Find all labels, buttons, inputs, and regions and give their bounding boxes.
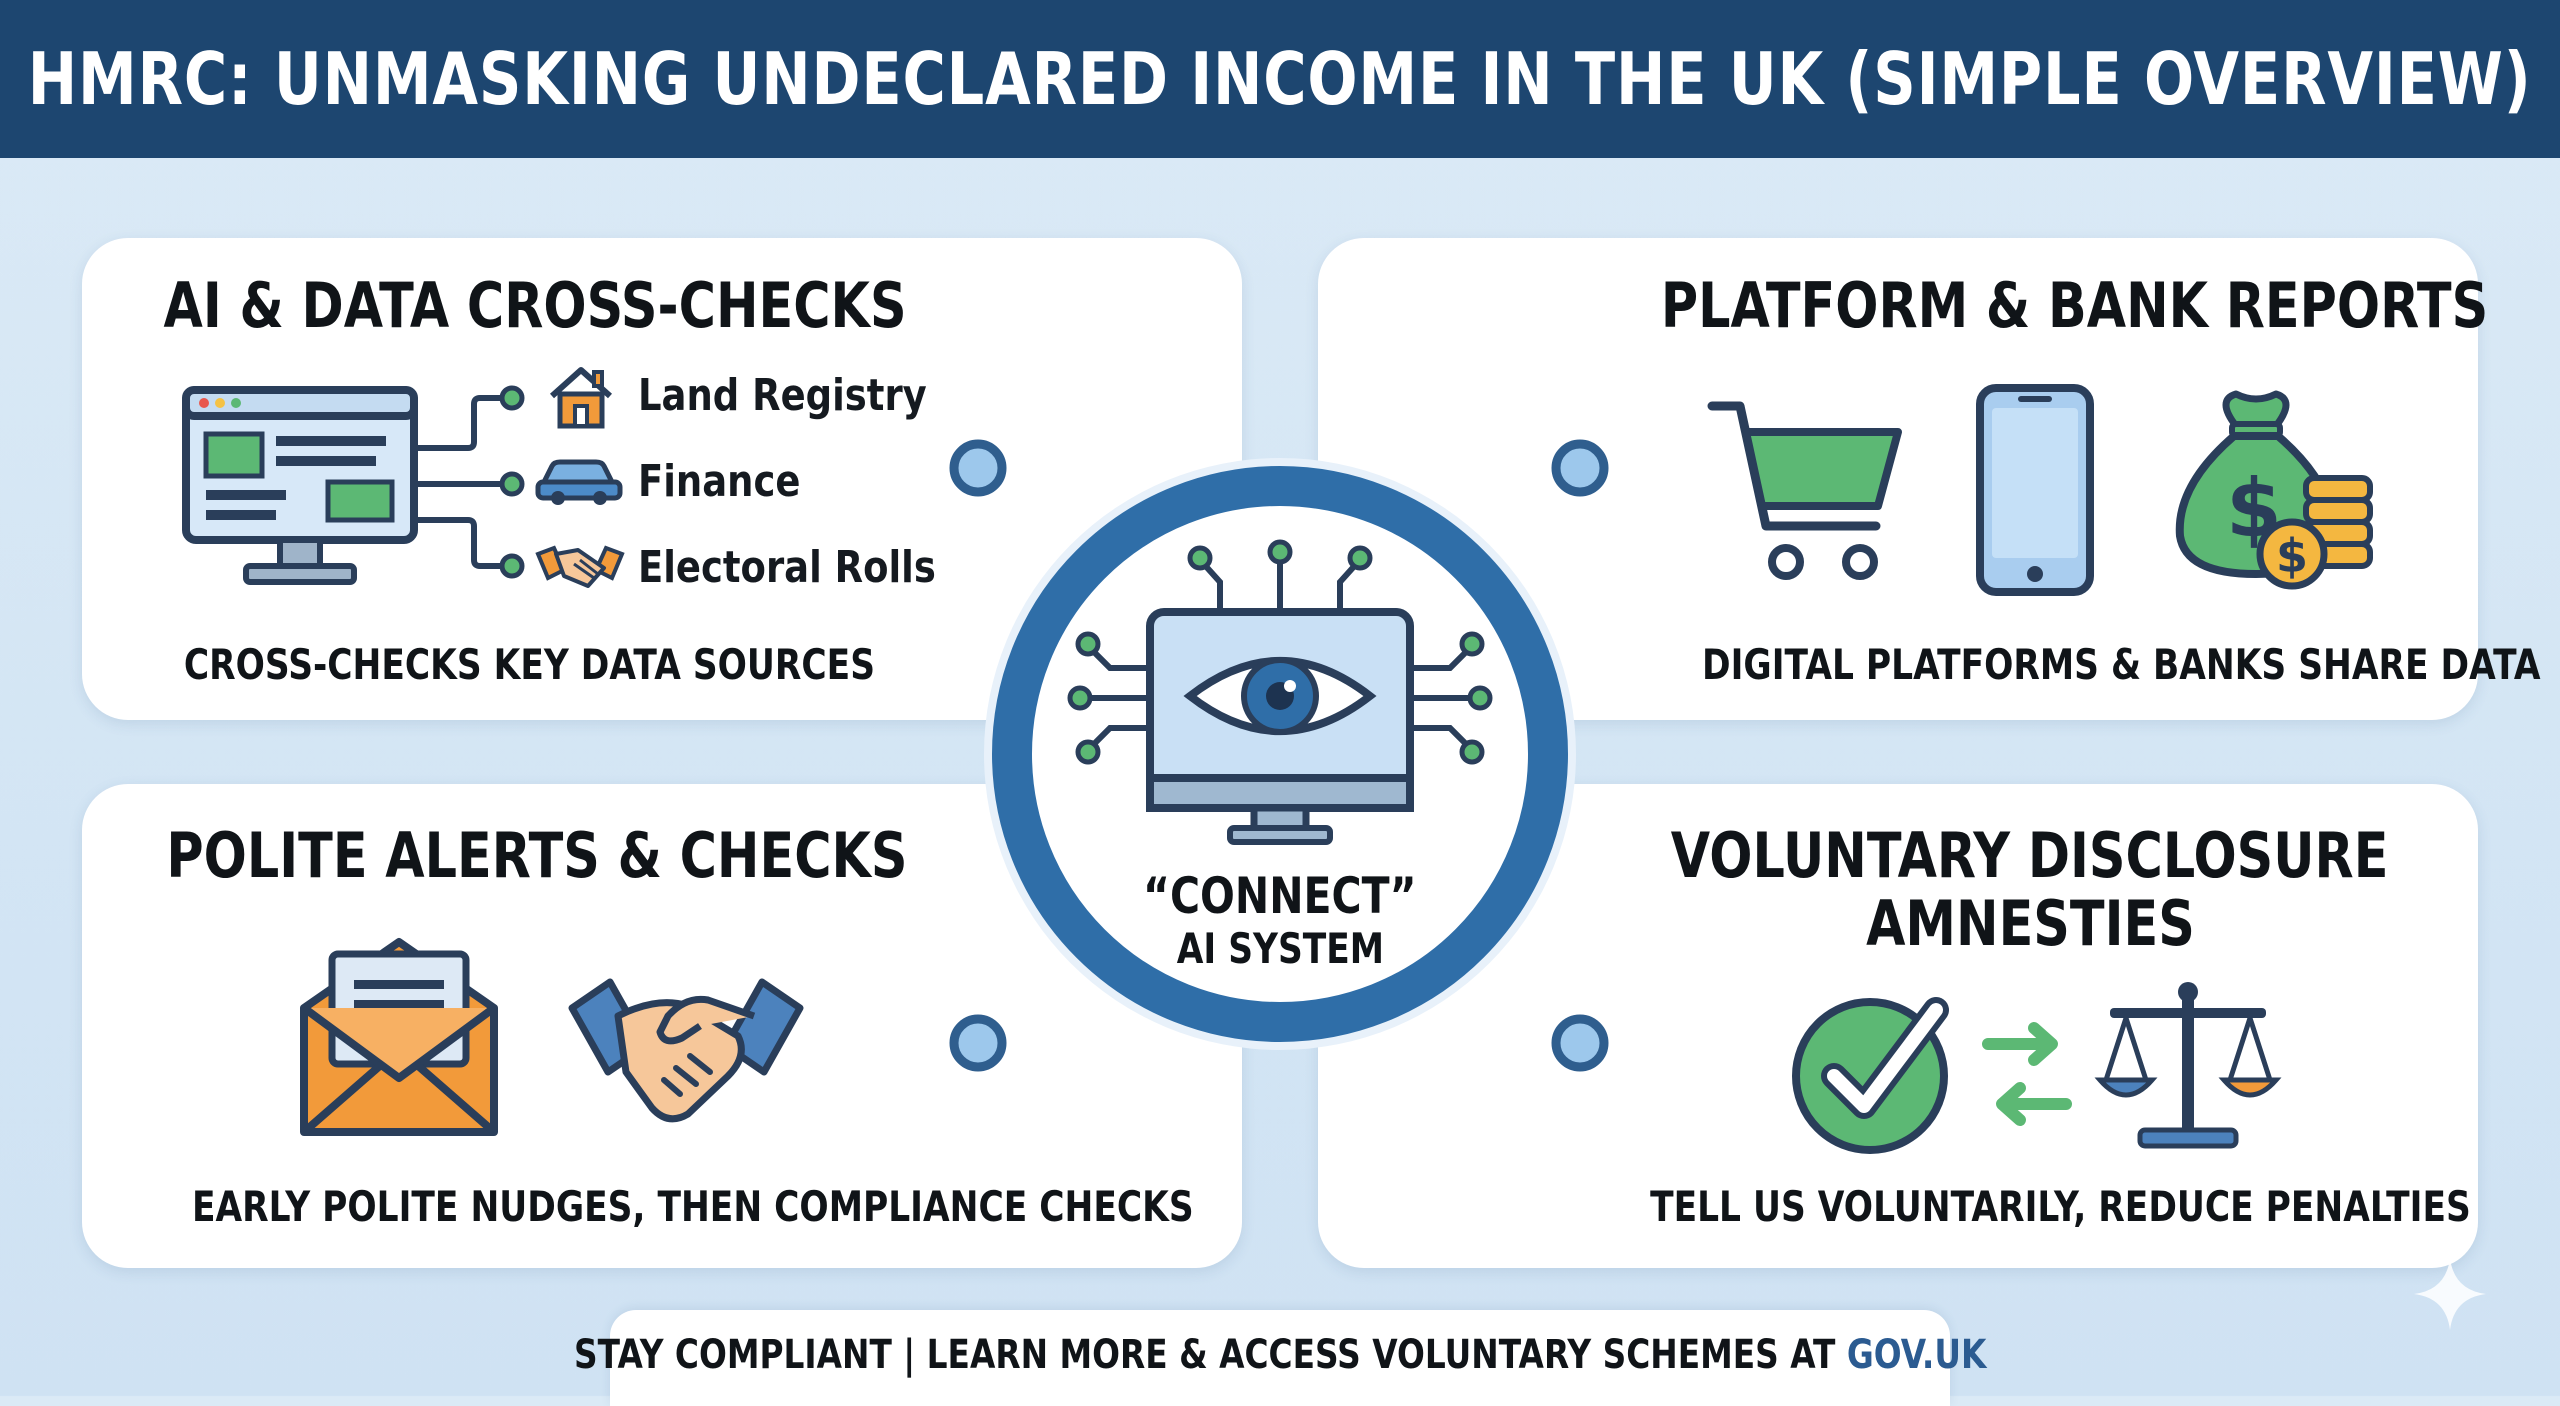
source-label-finance: Finance: [638, 456, 801, 507]
envelope-letter-icon: [300, 938, 498, 1136]
panel-caption-ai-data: CROSS-CHECKS KEY DATA SOURCES: [183, 640, 875, 689]
footer-banner: STAY COMPLIANT | LEARN MORE & ACCESS VOL…: [574, 1310, 1986, 1406]
center-label-connect: “CONNECT”: [1143, 867, 1417, 925]
panel-caption-polite-alerts: EARLY POLITE NUDGES, THEN COMPLIANCE CHE…: [191, 1182, 1194, 1231]
exchange-arrows-icon: [1982, 1022, 2072, 1126]
car-icon: [535, 459, 623, 505]
data-source-connectors: [414, 385, 525, 579]
source-label-land-registry: Land Registry: [638, 370, 927, 421]
checkmark-circle-icon: [1792, 997, 1949, 1154]
panel-caption-platform-bank: DIGITAL PLATFORMS & BANKS SHARE DATA: [1702, 640, 2541, 689]
panel-title-polite-alerts: POLITE ALERTS & CHECKS: [166, 819, 908, 892]
handshake-small-icon: [535, 545, 625, 588]
eye-monitor-icon: [1067, 539, 1493, 845]
computer-monitor-icon: [182, 386, 418, 585]
panel-title-ai-data: AI & DATA CROSS-CHECKS: [163, 269, 907, 342]
source-label-electoral-rolls: Electoral Rolls: [638, 542, 936, 593]
scales-icon: [2094, 982, 2282, 1149]
sparkle-icon: [2414, 1258, 2486, 1330]
govuk-link[interactable]: GOV.UK: [1846, 1332, 1987, 1378]
panel-title-voluntary-line1: VOLUNTARY DISCLOSURE: [1671, 819, 2389, 892]
panel-title-voluntary-line2: AMNESTIES: [1865, 887, 2195, 960]
header-banner: HMRC: UNMASKING UNDECLARED INCOME IN THE…: [0, 0, 2560, 158]
panel-title-platform-bank: PLATFORM & BANK REPORTS: [1660, 269, 2489, 342]
svg-text:$: $: [2276, 529, 2308, 583]
panel-caption-voluntary: TELL US VOLUNTARILY, REDUCE PENALTIES: [1650, 1182, 2471, 1231]
handshake-icon: [568, 978, 804, 1123]
smartphone-icon: [1976, 384, 2094, 596]
center-label-ai-system: AI SYSTEM: [1176, 924, 1384, 973]
footer-text: STAY COMPLIANT | LEARN MORE & ACCESS VOL…: [573, 1332, 1847, 1378]
shopping-cart-icon: [1707, 401, 1902, 580]
page-title: HMRC: UNMASKING UNDECLARED INCOME IN THE…: [28, 37, 2532, 121]
money-bag-icon: $ $: [2175, 390, 2373, 590]
house-icon: [549, 367, 613, 429]
